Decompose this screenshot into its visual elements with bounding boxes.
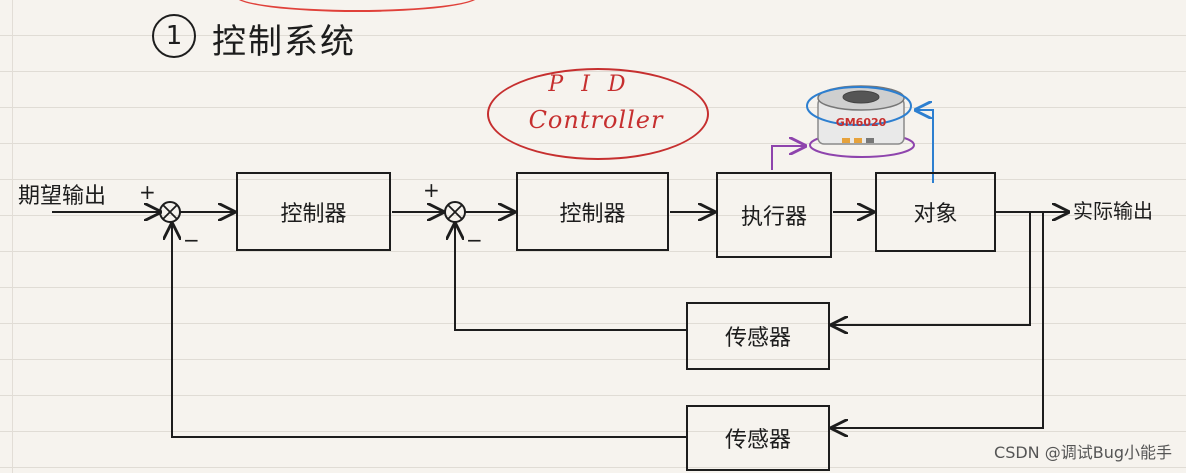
page-title: 控制系统 [212, 22, 356, 62]
output-label: 实际输出 [1073, 199, 1153, 223]
block-actuator: 执行器 [716, 172, 832, 258]
input-label: 期望输出 [18, 184, 107, 209]
summing-junction-inner [444, 201, 466, 223]
block-sensor-inner: 传感器 [686, 302, 830, 370]
gm6020-motor-icon [806, 85, 915, 158]
block-controller-inner: 控制器 [516, 172, 669, 251]
block-object: 对象 [875, 172, 996, 252]
inner-feedback-wire-in [832, 212, 1031, 325]
sign-plus-outer: + [139, 180, 156, 204]
block-sensor-outer: 传感器 [686, 405, 830, 471]
actuator-motor-arrow [771, 146, 805, 170]
sign-minus-inner: − [466, 228, 483, 252]
pid-label-controller: Controller [528, 106, 664, 134]
summing-junction-outer [159, 201, 181, 223]
pid-label-pid: PID [548, 72, 644, 97]
outer-feedback-wire-in [832, 212, 1044, 428]
pid-ellipse [487, 68, 709, 160]
block-controller-outer: 控制器 [236, 172, 391, 251]
sign-plus-inner: + [423, 178, 440, 202]
inner-feedback-wire-out [455, 224, 686, 331]
object-motor-arrow [916, 110, 934, 183]
sign-minus-outer: − [183, 228, 200, 252]
notebook-margin [12, 0, 13, 473]
outer-feedback-wire-out [172, 224, 686, 438]
motor-label: GM6020 [836, 116, 887, 129]
title-number: 1 [152, 14, 196, 58]
watermark: CSDN @调试Bug小能手 [994, 443, 1172, 462]
